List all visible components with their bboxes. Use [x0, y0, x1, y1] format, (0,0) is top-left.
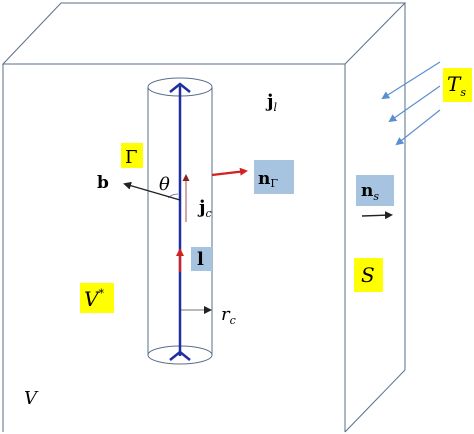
v-star-sup: * [98, 287, 104, 300]
n-gamma-base: n [258, 169, 270, 189]
j-l-base: j [265, 91, 274, 112]
gamma-label: Γ [125, 147, 138, 168]
j-l-sub: l [274, 101, 278, 114]
n-gamma-label: nΓ [258, 169, 278, 190]
jc-sub: c [206, 207, 212, 220]
ns-label-bg [356, 175, 394, 206]
v-star-label: V* [84, 287, 104, 311]
rc-base: r [221, 304, 231, 325]
traction-arrow-1 [381, 61, 441, 100]
traction-arrow-2 [388, 85, 441, 123]
v-star-label-bg [80, 283, 114, 313]
ns-base: n [361, 181, 373, 201]
l-label-bg [191, 247, 212, 271]
v-star-base: V [84, 287, 101, 311]
jc-base: j [197, 197, 206, 218]
n-gamma-label-bg [254, 160, 294, 194]
rc-label: rc [221, 304, 236, 327]
dislocation-line [169, 82, 191, 361]
axis-top-cap [169, 82, 191, 93]
ts-label-bg [443, 68, 472, 102]
s-label-bg [354, 258, 383, 292]
ts-sub: s [460, 86, 466, 99]
s-label: S [361, 263, 375, 287]
ts-base: T [447, 72, 462, 96]
n-gamma-arrow [211, 167, 248, 177]
traction-arrow-3 [395, 109, 441, 146]
b-label: b [97, 173, 109, 193]
domain-box [1, 2, 407, 433]
ts-label: Ts [447, 72, 466, 99]
l-label: l [197, 249, 204, 270]
ns-arrow [361, 211, 393, 220]
traction-arrows [381, 61, 441, 146]
v-label: V [24, 388, 39, 409]
gamma-label-bg [121, 143, 143, 168]
jc-label: jc [197, 197, 212, 220]
rc-sub: c [230, 314, 236, 327]
b-arrow [123, 181, 181, 201]
ns-label: ns [361, 181, 379, 203]
theta-label: θ [159, 174, 170, 195]
ns-sub: s [373, 190, 379, 203]
j-l-label: jl [265, 91, 278, 114]
box-side-bottom-edge [344, 369, 406, 433]
n-gamma-sub: Γ [270, 177, 278, 190]
box-top-face [1, 2, 407, 65]
axis-bottom-cap [169, 350, 191, 361]
